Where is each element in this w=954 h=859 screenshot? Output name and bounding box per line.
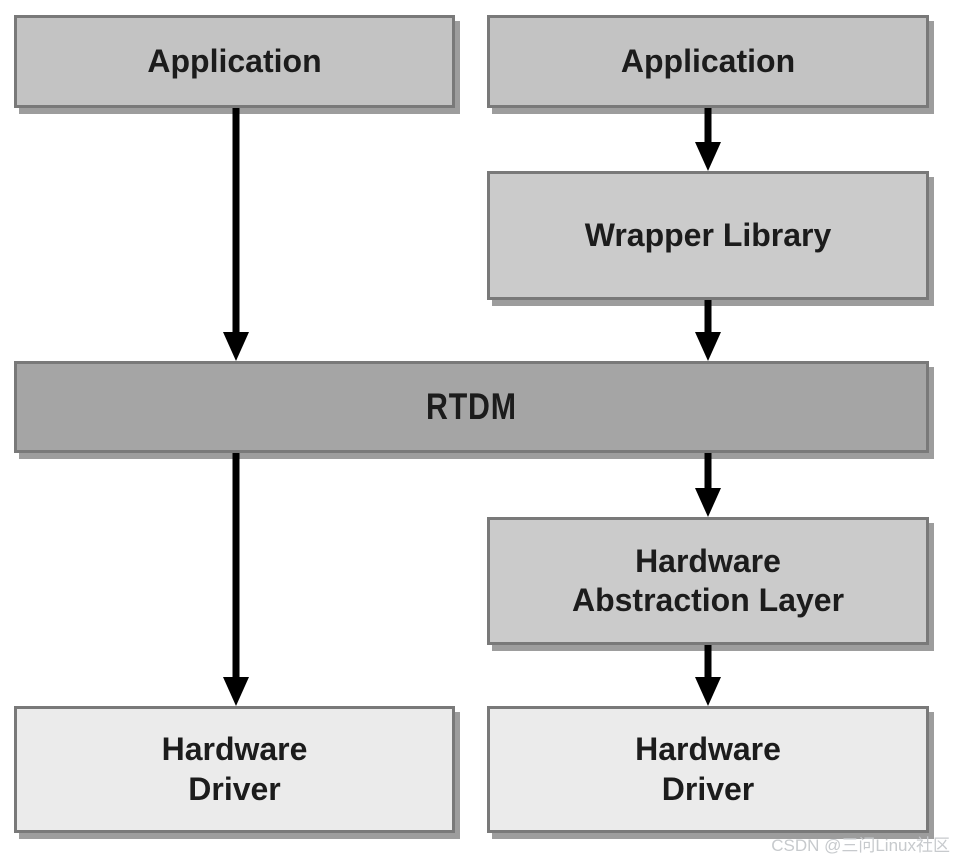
node-label: RTDM — [426, 386, 517, 428]
watermark: CSDN @三问Linux社区 — [771, 836, 950, 855]
arrow-shaft — [704, 645, 712, 680]
arrow-down-icon — [695, 453, 721, 517]
node-label: Application — [620, 42, 796, 79]
node-label: Wrapper Library — [584, 216, 832, 253]
arrow-down-icon — [223, 108, 249, 361]
arrow-down-icon — [695, 645, 721, 706]
arrow-head — [695, 332, 721, 361]
arrow-shaft — [232, 453, 240, 680]
arrow-down-icon — [223, 453, 249, 706]
node-hardware-driver-left: Hardware Driver — [14, 706, 455, 833]
node-rtdm: RTDM — [14, 361, 929, 453]
node-hardware-driver-right: Hardware Driver — [487, 706, 929, 833]
arrow-down-icon — [695, 108, 721, 171]
node-hardware-abstraction-layer: Hardware Abstraction Layer — [487, 517, 929, 645]
arrow-head — [695, 677, 721, 706]
node-wrapper-library: Wrapper Library — [487, 171, 929, 300]
node-application-left: Application — [14, 15, 455, 108]
node-label: Hardware Driver — [161, 731, 308, 807]
node-label: Hardware Abstraction Layer — [571, 542, 845, 618]
node-label: Application — [147, 42, 322, 79]
arrow-shaft — [704, 300, 712, 335]
node-application-right: Application — [487, 15, 929, 108]
node-label: Hardware Driver — [635, 731, 781, 807]
arrow-head — [695, 488, 721, 517]
arrow-shaft — [704, 453, 712, 491]
arrow-head — [223, 677, 249, 706]
arrow-shaft — [704, 108, 712, 145]
arrow-head — [223, 332, 249, 361]
arrow-head — [695, 142, 721, 171]
arrow-shaft — [232, 108, 240, 335]
arrow-down-icon — [695, 300, 721, 361]
